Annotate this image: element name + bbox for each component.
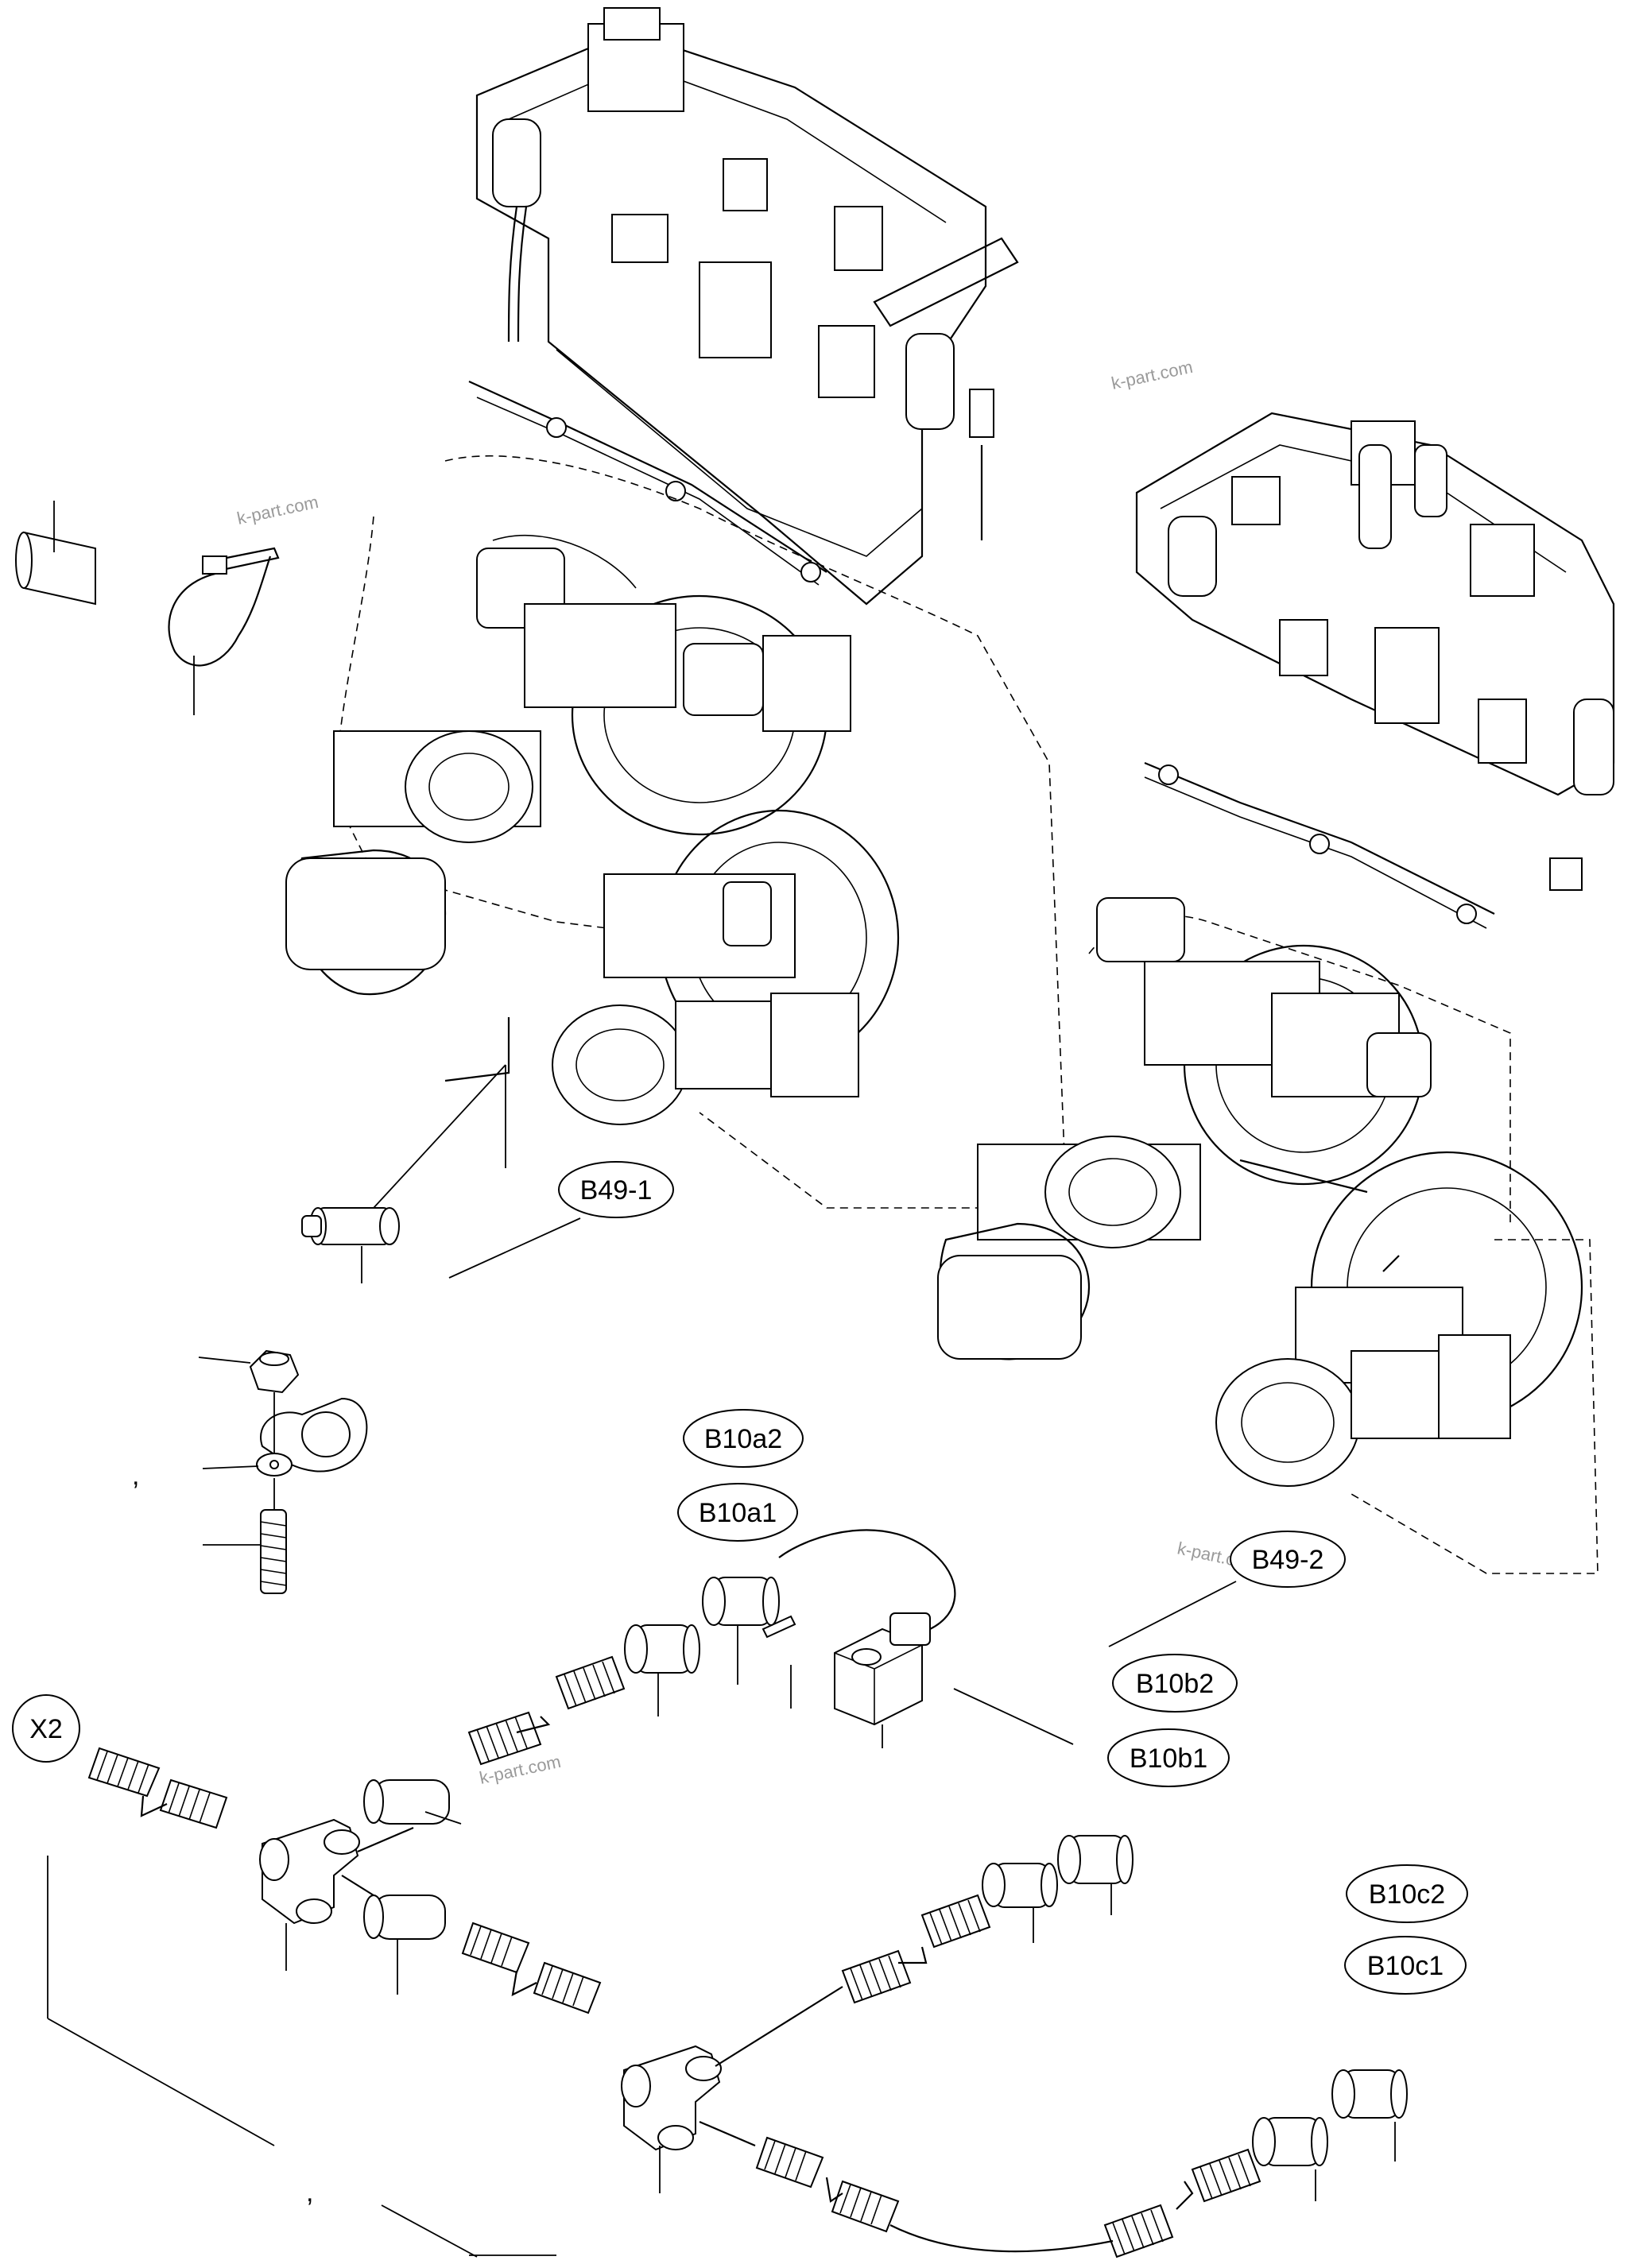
- callout-b49-2-label: B49-2: [1252, 1545, 1324, 1575]
- p-clamp-icon: [202, 1392, 368, 1477]
- watermark: k-part.com: [235, 492, 320, 528]
- callout-x2-label: X2: [29, 1714, 63, 1744]
- connector-housing-icon: [624, 1577, 780, 1716]
- nut-icon: [198, 1349, 300, 1394]
- transmission-right-icon: [937, 412, 1615, 1574]
- callout-b10b2[interactable]: B10b2: [1112, 1654, 1238, 1713]
- callout-b10a1[interactable]: B10a1: [677, 1483, 798, 1542]
- solenoid-connector-icon: [778, 1529, 956, 1748]
- callout-b49-1[interactable]: B49-1: [558, 1161, 674, 1218]
- corrugated-conduit-icon: [87, 1655, 1261, 2258]
- callout-b10c2[interactable]: B10c2: [1346, 1864, 1468, 1923]
- callout-b10b1-label: B10b1: [1130, 1744, 1207, 1774]
- transmission-left-icon: [285, 7, 1066, 1209]
- leader-lines: [47, 1217, 1237, 2258]
- callout-b10b1[interactable]: B10b1: [1107, 1728, 1230, 1787]
- connector-housing-icon: [363, 1779, 1408, 2201]
- callout-b49-1-label: B49-1: [580, 1175, 653, 1206]
- callout-b10a2[interactable]: B10a2: [683, 1409, 804, 1468]
- callout-b10c1[interactable]: B10c1: [1344, 1936, 1467, 1995]
- callout-x2[interactable]: X2: [12, 1694, 80, 1763]
- callout-b10a1-label: B10a1: [699, 1498, 777, 1528]
- callout-b10b2-label: B10b2: [1136, 1669, 1214, 1699]
- callout-b10a2-label: B10a2: [704, 1424, 782, 1454]
- comma-mark: ,: [306, 2177, 313, 2208]
- cable-tie-icon: [168, 547, 280, 715]
- callout-b10c1-label: B10c1: [1367, 1951, 1444, 1981]
- callout-b49-2[interactable]: B49-2: [1230, 1531, 1346, 1588]
- callout-b10c2-label: B10c2: [1369, 1879, 1445, 1910]
- stud-icon: [203, 1478, 287, 1594]
- temperature-sensor-icon: [301, 1064, 506, 1283]
- comma-mark: ,: [132, 1461, 139, 1491]
- tee-fitting-icon: [259, 1818, 843, 2193]
- watermark: k-part.com: [1110, 357, 1195, 393]
- sleeve-icon: [15, 501, 96, 606]
- pin-icon: [761, 1615, 796, 1709]
